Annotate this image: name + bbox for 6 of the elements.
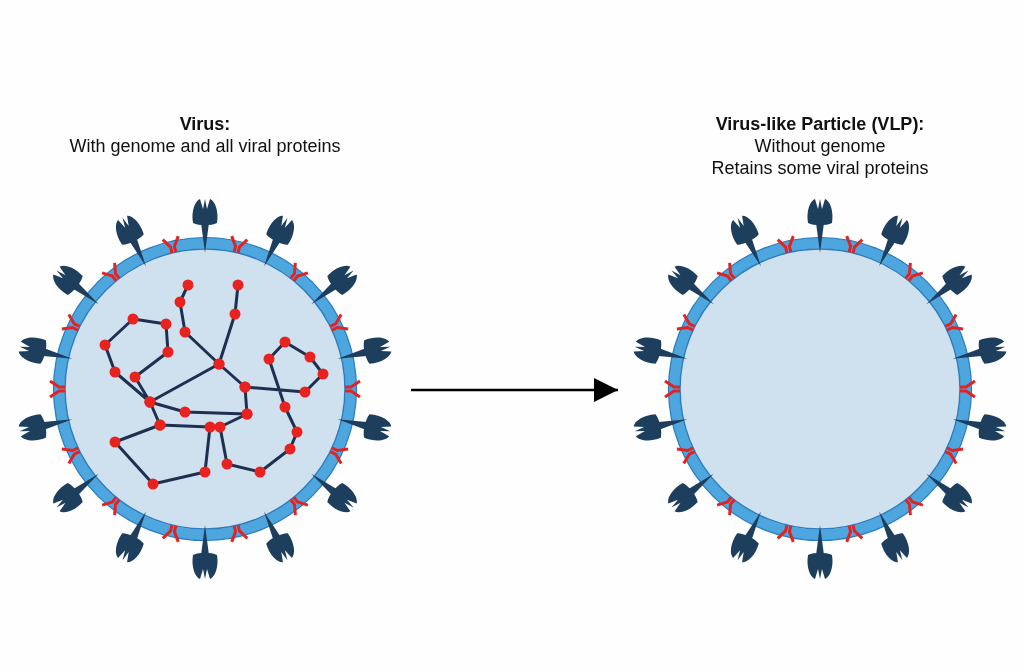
description: Without genome xyxy=(754,135,886,157)
arrow xyxy=(411,378,618,402)
heading: Virus: xyxy=(179,113,231,135)
description: Retains some viral proteins xyxy=(711,157,929,179)
description: With genome and all viral proteins xyxy=(69,135,341,157)
heading: Virus-like Particle (VLP): xyxy=(715,113,925,135)
